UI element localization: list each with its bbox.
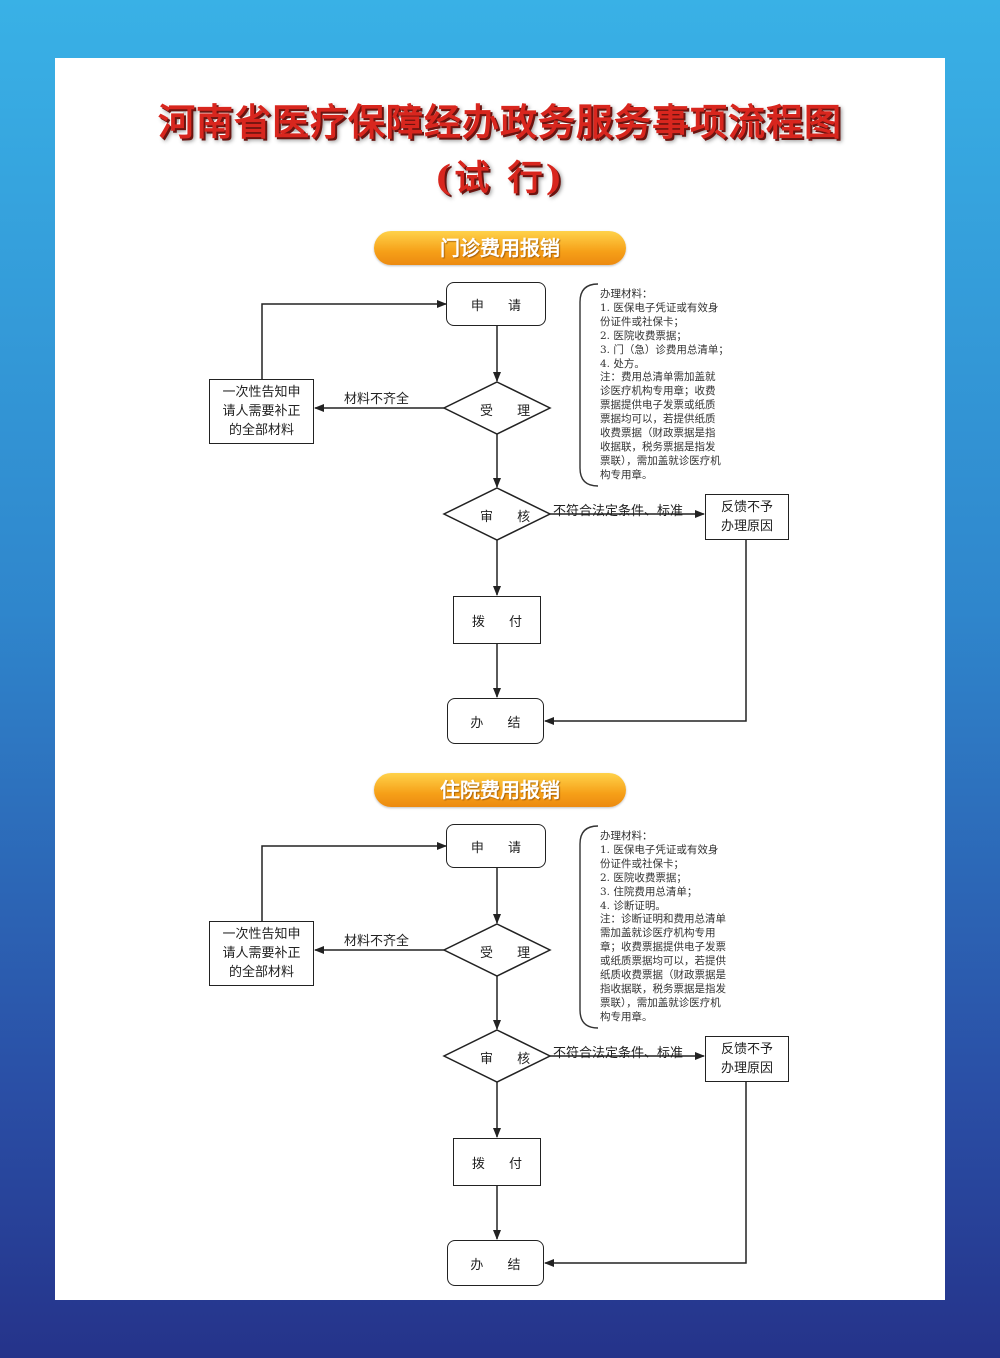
arrow-resubmit: [261, 300, 447, 379]
section-title-inpatient: 住院费用报销: [374, 773, 626, 807]
flowchart-inpatient: 申 请 受 理 审 核 拨 付 办 结 一次性告知申 请人需要补正 的全部材料 …: [0, 824, 1000, 1294]
materials-notes: 办理材料： 1. 医保电子凭证或有效身 份证件或社保卡； 2. 医院收费票据； …: [600, 288, 729, 481]
flowchart-connectors: [261, 825, 747, 1267]
step-accept-label: 受 理: [480, 946, 541, 961]
arrow-resubmit: [261, 842, 447, 921]
step-apply: 申 请: [446, 282, 546, 326]
reject-condition-label: 不符合法定条件、标准: [553, 504, 684, 519]
main-subtitle: (试 行): [434, 158, 566, 199]
main-title: 河南省医疗保障经办政务服务事项流程图: [158, 100, 842, 144]
incomplete-materials-label: 材料不齐全: [344, 392, 410, 407]
materials-brace: [579, 825, 599, 1029]
arrow-feedback-to-complete: [544, 1082, 747, 1267]
section-title-outpatient: 门诊费用报销: [374, 231, 626, 265]
notify-supplement-box: 一次性告知申 请人需要补正 的全部材料: [209, 379, 314, 444]
poster-paper: [55, 58, 945, 1300]
flowchart-connectors: [261, 283, 747, 725]
step-complete: 办 结: [447, 698, 544, 744]
step-review-label: 审 核: [480, 510, 541, 525]
step-review-label: 审 核: [480, 1052, 541, 1067]
step-accept-label: 受 理: [480, 404, 541, 419]
step-apply: 申 请: [446, 824, 546, 868]
reject-condition-label: 不符合法定条件、标准: [553, 1046, 684, 1061]
step-complete: 办 结: [447, 1240, 544, 1286]
materials-brace: [579, 283, 599, 487]
step-pay: 拨 付: [453, 596, 541, 644]
flowchart-outpatient: 申 请 受 理 审 核 拨 付 办 结 一次性告知申 请人需要补正 的全部材料 …: [0, 282, 1000, 752]
step-pay: 拨 付: [453, 1138, 541, 1186]
incomplete-materials-label: 材料不齐全: [344, 934, 410, 949]
feedback-reason-box: 反馈不予 办理原因: [705, 494, 789, 540]
feedback-reason-box: 反馈不予 办理原因: [705, 1036, 789, 1082]
notify-supplement-box: 一次性告知申 请人需要补正 的全部材料: [209, 921, 314, 986]
arrow-feedback-to-complete: [544, 540, 747, 725]
materials-notes: 办理材料： 1. 医保电子凭证或有效身 份证件或社保卡； 2. 医院收费票据； …: [600, 830, 726, 1023]
